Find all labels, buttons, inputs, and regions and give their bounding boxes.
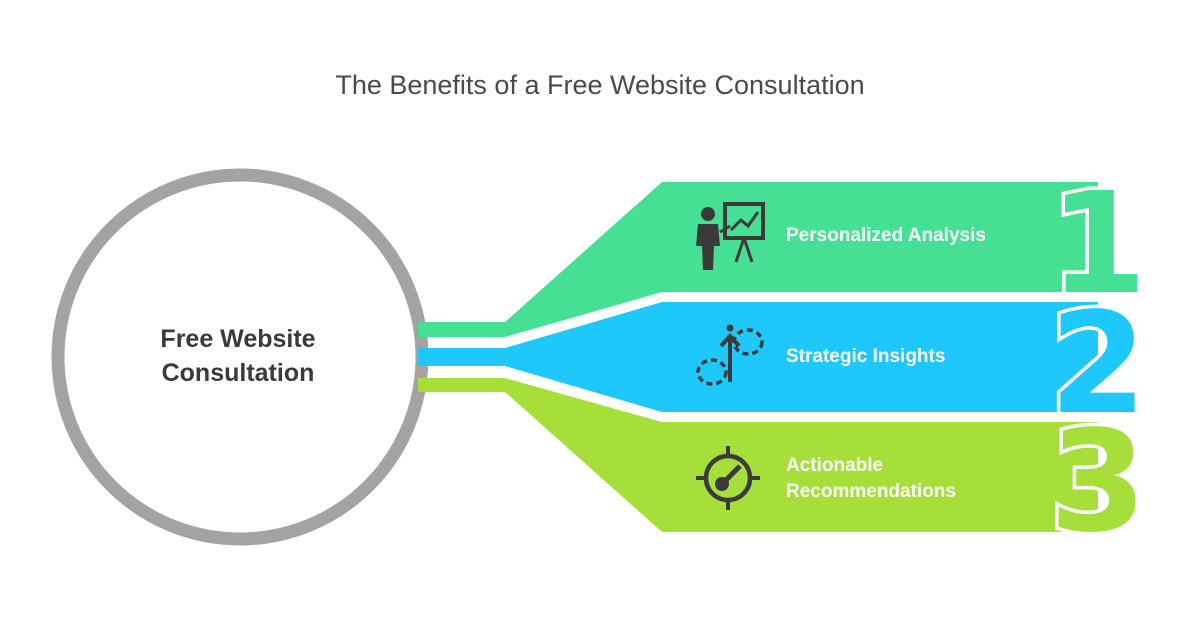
ribbon-1 xyxy=(418,182,1098,337)
number-3: 3 xyxy=(1049,401,1146,564)
hub-label-line2: Consultation xyxy=(161,359,315,387)
target-key-icon xyxy=(696,446,760,510)
ribbon-3 xyxy=(418,378,1098,532)
hub-label-line1: Free Website xyxy=(160,325,316,353)
item-label-1: Personalized Analysis xyxy=(786,225,986,246)
diagram-title: The Benefits of a Free Website Consultat… xyxy=(335,70,865,100)
presenter-chart-icon xyxy=(696,202,765,270)
item-label-3-line1: Actionable xyxy=(786,455,884,476)
item-label-3: Actionable Recommendations xyxy=(786,453,956,505)
path-arrow-icon xyxy=(696,324,764,386)
number-1: 1 xyxy=(1049,163,1146,326)
ribbon-2 xyxy=(418,302,1098,412)
hub-label: Free Website Consultation xyxy=(108,322,368,390)
item-label-2: Strategic Insights xyxy=(786,346,946,367)
item-label-3-line2: Recommendations xyxy=(786,481,956,502)
number-2: 2 xyxy=(1049,283,1146,446)
